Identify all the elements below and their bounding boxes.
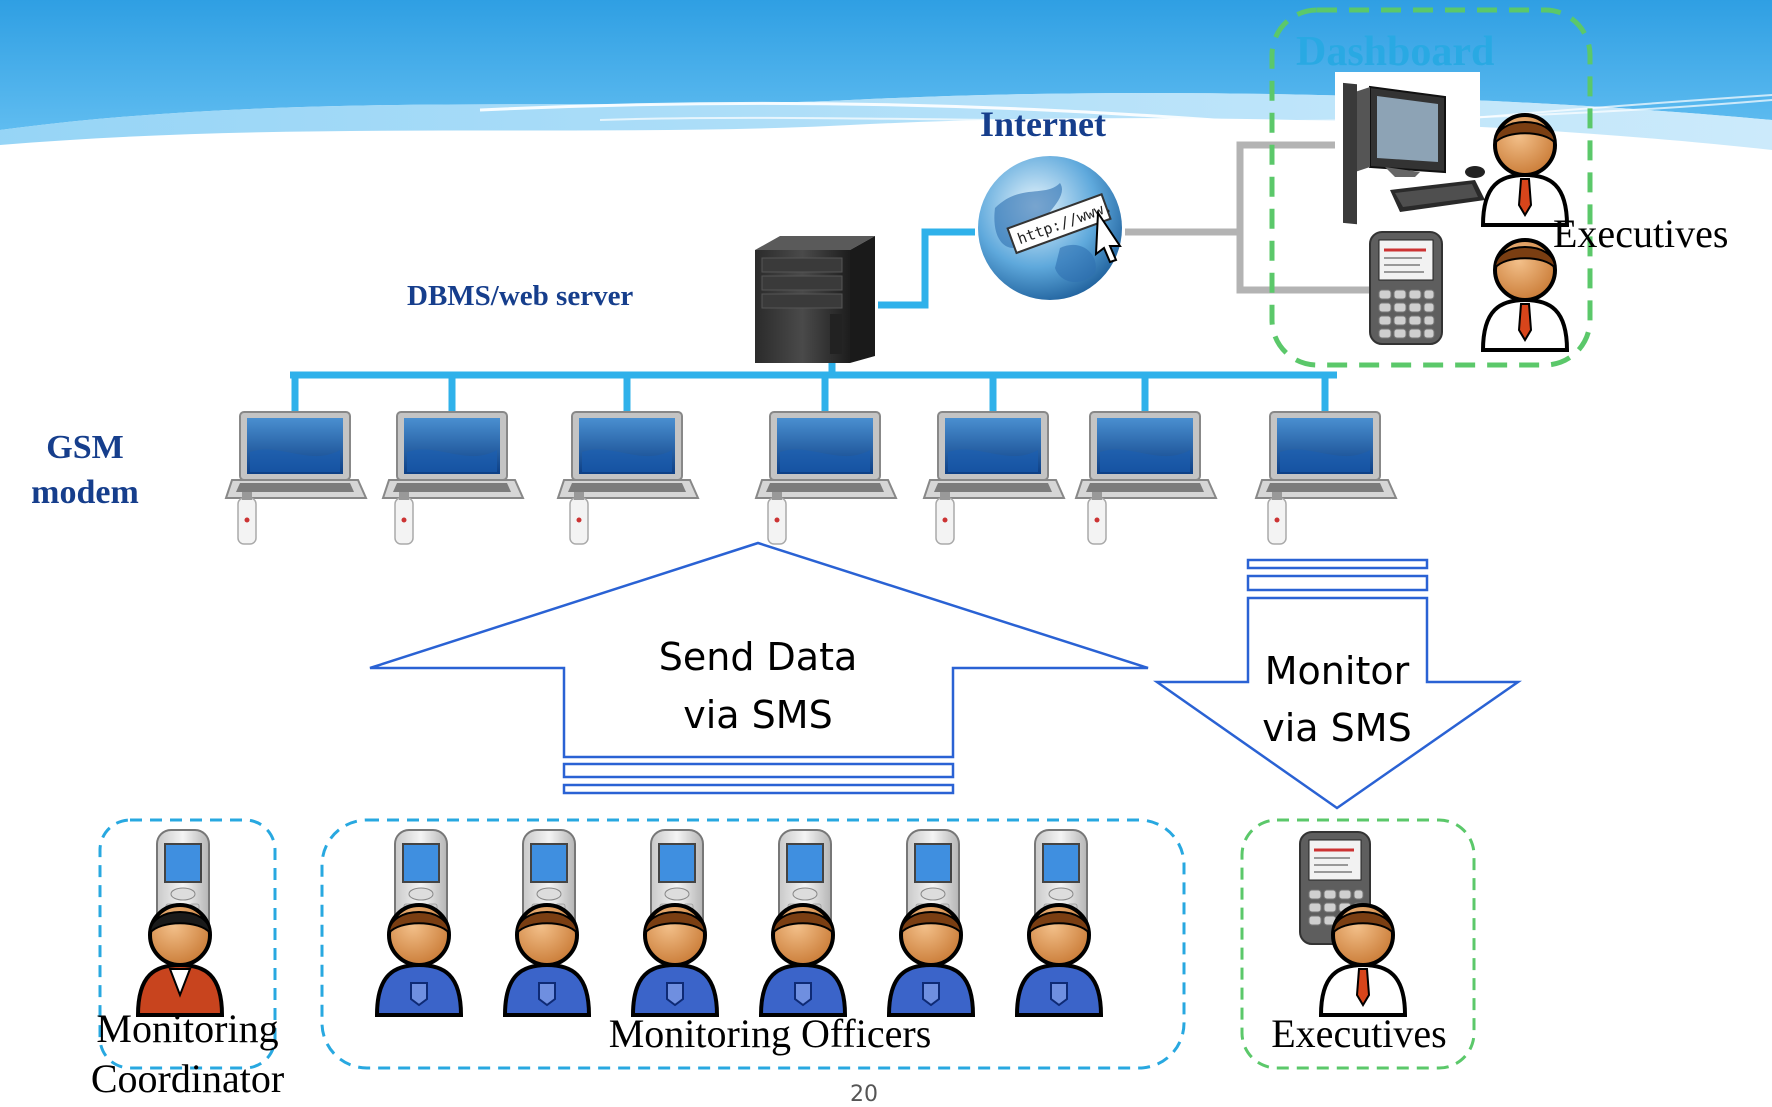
officers-group-box <box>320 818 1186 1070</box>
laptop-with-modem-icon <box>1074 411 1218 545</box>
send-data-arrow <box>369 541 1149 795</box>
dbms-server-label: DBMS/web server <box>407 280 634 312</box>
desktop-computer-icon <box>1335 72 1485 225</box>
laptop-with-modem-icon <box>1254 411 1398 545</box>
executives-bottom-label: Executives <box>1271 1011 1447 1056</box>
executive-person-icon <box>1480 238 1570 352</box>
laptop-row <box>224 411 1398 545</box>
executive-person-icon <box>1318 903 1408 1017</box>
laptop-with-modem-icon <box>754 411 898 545</box>
dashboard-label: Dashboard <box>1296 29 1495 75</box>
officer-person-icon <box>630 903 720 1017</box>
smartphone-icon <box>1369 231 1443 345</box>
laptop-with-modem-icon <box>224 411 368 545</box>
monitor-label: Monitor via SMS <box>1262 649 1412 750</box>
laptop-with-modem-icon <box>922 411 1066 545</box>
officer-person-icon <box>886 903 976 1017</box>
page-number: 20 <box>850 1082 878 1107</box>
send-data-label: Send Data via SMS <box>658 635 858 737</box>
gsm-modem-label: GSM modem <box>31 429 139 511</box>
monitoring-coordinator-label: Monitoring Coordinator <box>90 1006 285 1101</box>
dashboard-group-box <box>1269 7 1593 368</box>
executives-group-box <box>1240 818 1476 1070</box>
internet-globe-icon: http://www. <box>975 150 1125 306</box>
executive-person-icon <box>1480 113 1570 227</box>
officer-person-icon <box>502 903 592 1017</box>
monitoring-officers-label: Monitoring Officers <box>608 1011 932 1056</box>
officer-person-icon <box>1014 903 1104 1017</box>
network-links <box>290 141 1370 412</box>
officers-row <box>374 829 1104 1017</box>
officer-person-icon <box>374 903 464 1017</box>
laptop-drop-lines <box>291 375 1329 412</box>
laptop-with-modem-icon <box>381 411 525 545</box>
officer-person-icon <box>758 903 848 1017</box>
executives-top-label: Executives <box>1553 211 1729 256</box>
internet-label: Internet <box>980 104 1106 144</box>
laptop-with-modem-icon <box>556 411 700 545</box>
monitor-arrow <box>1153 558 1522 810</box>
server-tower-icon <box>755 236 875 363</box>
coordinator-person-icon <box>135 903 225 1017</box>
